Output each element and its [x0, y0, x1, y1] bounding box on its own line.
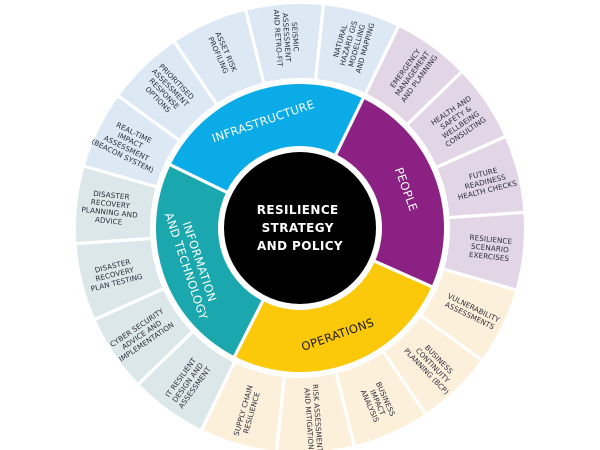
service-label-line: ADVICE: [95, 215, 124, 227]
service-wedge: [317, 5, 397, 93]
service-segment-infrastructure[interactable]: NATURALHAZARD GISMODELLINGAND MAPPING: [317, 5, 397, 93]
service-wedge: [76, 240, 163, 318]
service-segment-infrastructure[interactable]: ASSET RISKPROFILING: [176, 11, 263, 103]
service-segment-information-technology[interactable]: DISASTERRECOVERYPLAN TESTING: [76, 240, 163, 318]
service-label-line: DISASTER: [93, 189, 130, 202]
service-segment-information-technology[interactable]: IT RESILIENTDESIGN ANDASSESSMENT: [139, 333, 233, 429]
service-wedge: [422, 270, 515, 359]
service-wedge: [119, 43, 215, 139]
service-wedge: [76, 167, 156, 243]
service-segment-people[interactable]: HEALTH ANDSAFETY &WELLBEINGCONSULTING: [409, 73, 504, 166]
service-segment-people[interactable]: RESILIENCESCENARIOEXERCISES: [444, 213, 524, 289]
service-label-line: RESILIENCE: [469, 233, 513, 246]
service-wedge: [437, 138, 524, 216]
service-label-line: RISK ASSESSMENT: [311, 384, 325, 450]
service-segment-infrastructure[interactable]: REAL-TIMEIMPACTASSESSMENT(BEACON SYSTEM): [85, 97, 178, 186]
center-title-line: RESILIENCE: [257, 203, 339, 217]
center-title-line: AND POLICY: [257, 239, 343, 253]
service-segment-information-technology[interactable]: DISASTERRECOVERYPLANNING ANDADVICE: [76, 167, 156, 243]
service-label-line: AND MITIGATION: [302, 388, 315, 450]
category-wedge: [156, 166, 262, 356]
service-label-line: AND RETRO-FIT: [272, 9, 285, 67]
service-segment-operations[interactable]: VULNERABILITYASSESSMENTS: [422, 270, 515, 359]
center-title: RESILIENCE STRATEGY AND POLICY: [257, 203, 343, 253]
category-wedge: [337, 99, 445, 286]
center-circle: [224, 152, 376, 304]
center-hub: RESILIENCE STRATEGY AND POLICY: [224, 152, 376, 304]
service-label-line: RECOVERY: [90, 197, 130, 210]
category-segment-information-technology[interactable]: INFORMATIONAND TECHNOLOGY: [156, 166, 262, 356]
service-label-line: ASSESSMENT: [280, 13, 292, 63]
service-wedge: [96, 290, 191, 383]
service-label: RISK ASSESSMENTAND MITIGATION: [302, 384, 324, 450]
service-segment-people[interactable]: FUTUREREADINESSHEALTH CHECKS: [437, 138, 524, 216]
service-wedge: [337, 353, 424, 445]
service-wedge: [278, 373, 353, 450]
service-segment-people[interactable]: EMERGENCYMANAGEMENTAND PLANNING: [367, 27, 461, 123]
service-wedge: [367, 27, 461, 123]
service-wedge: [409, 73, 504, 166]
service-wedge: [203, 363, 283, 450]
service-wedge: [176, 11, 263, 103]
category-segment-infrastructure[interactable]: INFRASTRUCTURE: [171, 83, 362, 191]
service-segment-operations[interactable]: BUSINESSCONTINUITYPLANNING (BCP): [385, 317, 481, 413]
service-wedge: [444, 213, 524, 289]
service-segment-infrastructure[interactable]: SEISMICASSESSMENTAND RETRO-FIT: [247, 4, 322, 83]
service-wedge: [247, 4, 322, 83]
service-label: DISASTERRECOVERYPLANNING ANDADVICE: [80, 188, 140, 229]
category-wedge: [171, 83, 362, 191]
service-label-line: SCENARIO: [471, 242, 510, 255]
center-title-line: STRATEGY: [262, 221, 334, 235]
category-wedge: [236, 262, 431, 372]
service-label-line: EXERCISES: [469, 250, 510, 263]
inner-category-ring: INFRASTRUCTUREPEOPLEOPERATIONSINFORMATIO…: [156, 83, 445, 372]
service-label-line: SEISMIC: [290, 22, 301, 52]
service-label: RESILIENCESCENARIOEXERCISES: [467, 233, 513, 264]
service-segment-infrastructure[interactable]: PRIORITISEDASSESSMENTRESPONSEOPTIONS: [119, 43, 215, 139]
service-wedge: [139, 333, 233, 429]
service-label: SEISMICASSESSMENTAND RETRO-FIT: [272, 8, 302, 68]
service-wedge: [385, 317, 481, 413]
service-wedge: [85, 97, 178, 186]
service-label: NATURALHAZARD GISMODELLINGAND MAPPING: [329, 15, 377, 75]
category-segment-operations[interactable]: OPERATIONS: [236, 262, 431, 372]
service-segment-operations[interactable]: SUPPLY CHAINRESILIENCE: [203, 363, 283, 450]
category-segment-people[interactable]: PEOPLE: [337, 99, 445, 286]
service-segment-operations[interactable]: RISK ASSESSMENTAND MITIGATION: [278, 373, 353, 450]
service-segment-operations[interactable]: BUSINESSIMPACTANALYSIS: [337, 353, 424, 445]
